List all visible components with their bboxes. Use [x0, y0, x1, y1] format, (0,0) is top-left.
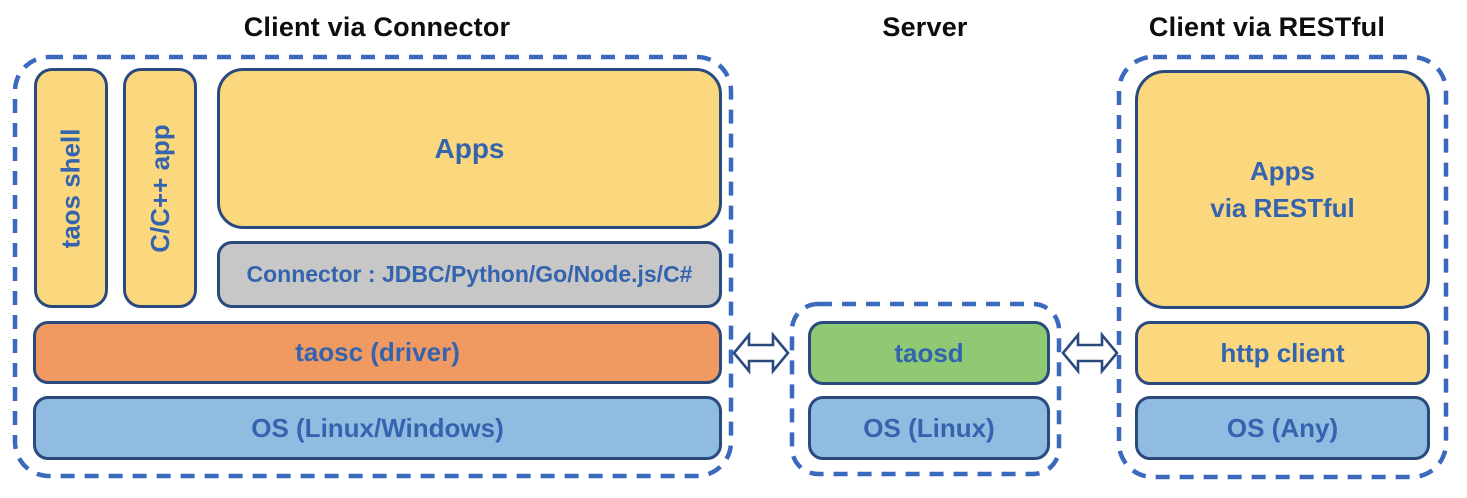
taosd-box: taosd: [808, 321, 1050, 385]
section-title-client-restful: Client via RESTful: [1148, 12, 1386, 42]
taosd-label: taosd: [894, 337, 964, 368]
section-title-client-connector: Client via Connector: [243, 12, 511, 42]
taosc-driver-label: taosc (driver): [295, 337, 460, 367]
section-title-server: Server: [882, 12, 968, 42]
os-linux-box: OS (Linux): [808, 396, 1050, 460]
cpp-app-box: C/C++ app: [123, 68, 197, 308]
apps-label: Apps: [434, 132, 505, 164]
os-any-box: OS (Any): [1135, 396, 1430, 460]
connector-box: Connector : JDBC/Python/Go/Node.js/C#: [217, 241, 722, 308]
bidirectional-arrow-icon: [1061, 331, 1119, 375]
os-linux-windows-label: OS (Linux/Windows): [251, 412, 504, 443]
apps-box: Apps: [217, 68, 722, 229]
os-linux-label: OS (Linux): [863, 412, 995, 443]
os-linux-windows-box: OS (Linux/Windows): [33, 396, 722, 460]
server-dashed-border: [789, 301, 1062, 477]
taos-shell-box: taos shell: [34, 68, 108, 308]
bidirectional-arrow-icon: [732, 331, 790, 375]
cpp-app-label: C/C++ app: [144, 123, 175, 253]
client-connector-dashed-border: [12, 54, 734, 479]
apps-via-restful-label-line1: Apps: [1249, 156, 1315, 187]
taos-shell-label: taos shell: [55, 128, 86, 248]
client-restful-dashed-border: [1116, 54, 1449, 480]
apps-via-restful-label-line2: via RESTful: [1210, 192, 1355, 223]
taosc-driver-box: taosc (driver): [33, 321, 722, 384]
os-any-label: OS (Any): [1226, 412, 1339, 443]
http-client-label: http client: [1220, 337, 1345, 368]
http-client-box: http client: [1135, 321, 1430, 385]
connector-label: Connector : JDBC/Python/Go/Node.js/C#: [246, 261, 693, 287]
apps-via-restful-box: Apps via RESTful: [1135, 70, 1430, 309]
